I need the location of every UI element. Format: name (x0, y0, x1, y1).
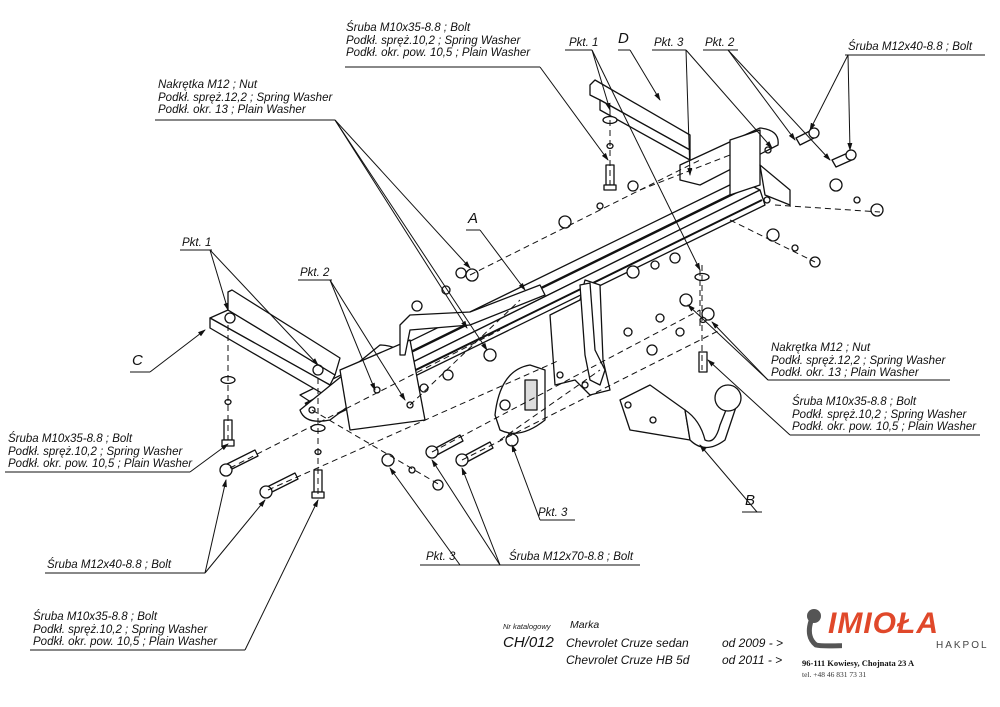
callout-bottom-m12x70: Śruba M12x70-8.8 ; Bolt (509, 551, 633, 564)
tow-hook-b (620, 385, 741, 448)
bracket-d (590, 80, 790, 205)
callout-line: Śruba M12x40-8.8 ; Bolt (47, 559, 172, 571)
callout-line: Śruba M12x70-8.8 ; Bolt (509, 551, 634, 563)
callout-line: Podkł. okr. pow. 10,5 ; Plain Washer (346, 47, 531, 59)
make-label: Marka (570, 619, 600, 631)
callout-top-right-bolt: Śruba M12x40-8.8 ; Bolt (848, 41, 972, 54)
callout-top-bolt: Śruba M10x35-8.8 ; Bolt Podkł. spręż.10,… (346, 22, 530, 60)
callout-line: Nakrętka M12 ; Nut (158, 79, 258, 91)
point-label-left-pkt1: Pkt. 1 (182, 237, 212, 249)
part-letter-b: B (745, 492, 756, 509)
callout-line: Podkł. spręż.10,2 ; Spring Washer (8, 445, 183, 458)
model-year: od 2011 - > (722, 653, 783, 667)
part-letter-a: A (468, 210, 479, 227)
callout-line: Podkł. spręż.12,2 ; Spring Washer (771, 354, 946, 367)
brand-subtitle: HAKPOL (936, 640, 989, 651)
model-name: Chevrolet Cruze sedan (566, 636, 689, 650)
callout-line: Śruba M12x40-8.8 ; Bolt (848, 41, 973, 53)
center-bracket (400, 280, 610, 395)
point-label-bottom-pkt3-a: Pkt. 3 (426, 551, 456, 563)
model-name: Chevrolet Cruze HB 5d (566, 653, 690, 667)
callout-line: Śruba M10x35-8.8 ; Bolt (346, 22, 471, 34)
callout-bottom-left-bolt: Śruba M10x35-8.8 ; Bolt Podkł. spręż.10,… (33, 611, 217, 649)
callout-line: Podkł. okr. pow. 10,5 ; Plain Washer (8, 458, 193, 470)
callout-right-nut: Nakrętka M12 ; Nut Podkł. spręż.12,2 ; S… (771, 342, 945, 380)
callout-left-bolt: Śruba M10x35-8.8 ; Bolt Podkł. spręż.10,… (8, 433, 192, 471)
brand-name: IMIOŁA (828, 607, 939, 640)
callout-line: Śruba M10x35-8.8 ; Bolt (33, 611, 158, 623)
brand-phone: tel. +48 46 831 73 31 (802, 670, 867, 679)
catalog-number: CH/012 (503, 634, 554, 651)
tow-hook-logo-icon (802, 609, 842, 652)
callout-top-nut: Nakrętka M12 ; Nut Podkł. spręż.12,2 ; S… (158, 79, 332, 117)
callout-line: Podkł. okr. 13 ; Plain Washer (158, 104, 306, 116)
callout-line: Podkł. spręż.12,2 ; Spring Washer (158, 91, 333, 104)
point-label-top-pkt2: Pkt. 2 (705, 37, 735, 49)
point-label-top-pkt1: Pkt. 1 (569, 37, 599, 49)
brand-logo: IMIOŁA HAKPOL (800, 605, 990, 655)
callout-line: Śruba M10x35-8.8 ; Bolt (8, 433, 133, 445)
part-letter-c: C (132, 352, 143, 369)
callout-line: Podkł. okr. pow. 10,5 ; Plain Washer (792, 421, 977, 433)
callout-left-m12x40: Śruba M12x40-8.8 ; Bolt (47, 559, 171, 572)
callout-line: Podkł. spręż.10,2 ; Spring Washer (346, 34, 521, 47)
callout-line: Śruba M10x35-8.8 ; Bolt (792, 396, 917, 408)
point-label-left-pkt2: Pkt. 2 (300, 267, 330, 279)
callout-line: Nakrętka M12 ; Nut (771, 342, 871, 354)
point-label-bottom-pkt3-b: Pkt. 3 (538, 507, 568, 519)
callout-line: Podkł. okr. 13 ; Plain Washer (771, 367, 919, 379)
socket-plate (495, 365, 545, 433)
callout-line: Podkł. spręż.10,2 ; Spring Washer (792, 408, 967, 421)
part-letter-d: D (618, 30, 629, 47)
callout-right-bolt: Śruba M10x35-8.8 ; Bolt Podkł. spręż.10,… (792, 396, 976, 434)
model-year: od 2009 - > (722, 636, 784, 650)
callout-line: Podkł. spręż.10,2 ; Spring Washer (33, 623, 208, 636)
point-label-top-pkt3: Pkt. 3 (654, 37, 684, 49)
brand-address: 96-111 Kowiesy, Chojnata 23 A (802, 658, 915, 668)
catalog-number-label: Nr katalogowy (503, 622, 551, 631)
callout-line: Podkł. okr. pow. 10,5 ; Plain Washer (33, 636, 218, 648)
